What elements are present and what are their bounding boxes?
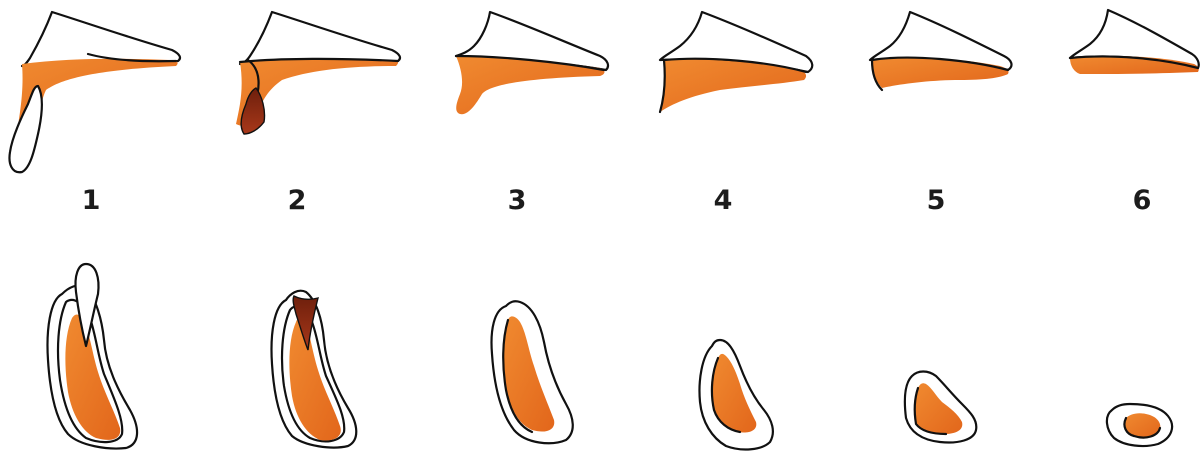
side-view-1 [10, 12, 181, 172]
stage-number-5: 5 [927, 185, 946, 216]
side-view-2-shell [240, 12, 400, 64]
side-view-3 [456, 12, 608, 114]
stage-number-4: 4 [714, 185, 733, 216]
front-view-6 [1107, 404, 1172, 446]
side-view-5 [870, 12, 1011, 90]
front-view-2 [272, 291, 357, 448]
side-view-6 [1070, 10, 1199, 74]
side-view-4 [660, 12, 812, 112]
front-view-3 [492, 301, 573, 443]
front-view-1 [48, 264, 138, 448]
front-view-5 [905, 372, 976, 443]
stage-number-1: 1 [82, 185, 101, 216]
stage-number-2: 2 [288, 185, 307, 216]
stage-number-6: 6 [1133, 185, 1152, 216]
stage-number-3: 3 [508, 185, 527, 216]
side-view-2 [236, 12, 400, 134]
front-view-4 [700, 340, 773, 449]
